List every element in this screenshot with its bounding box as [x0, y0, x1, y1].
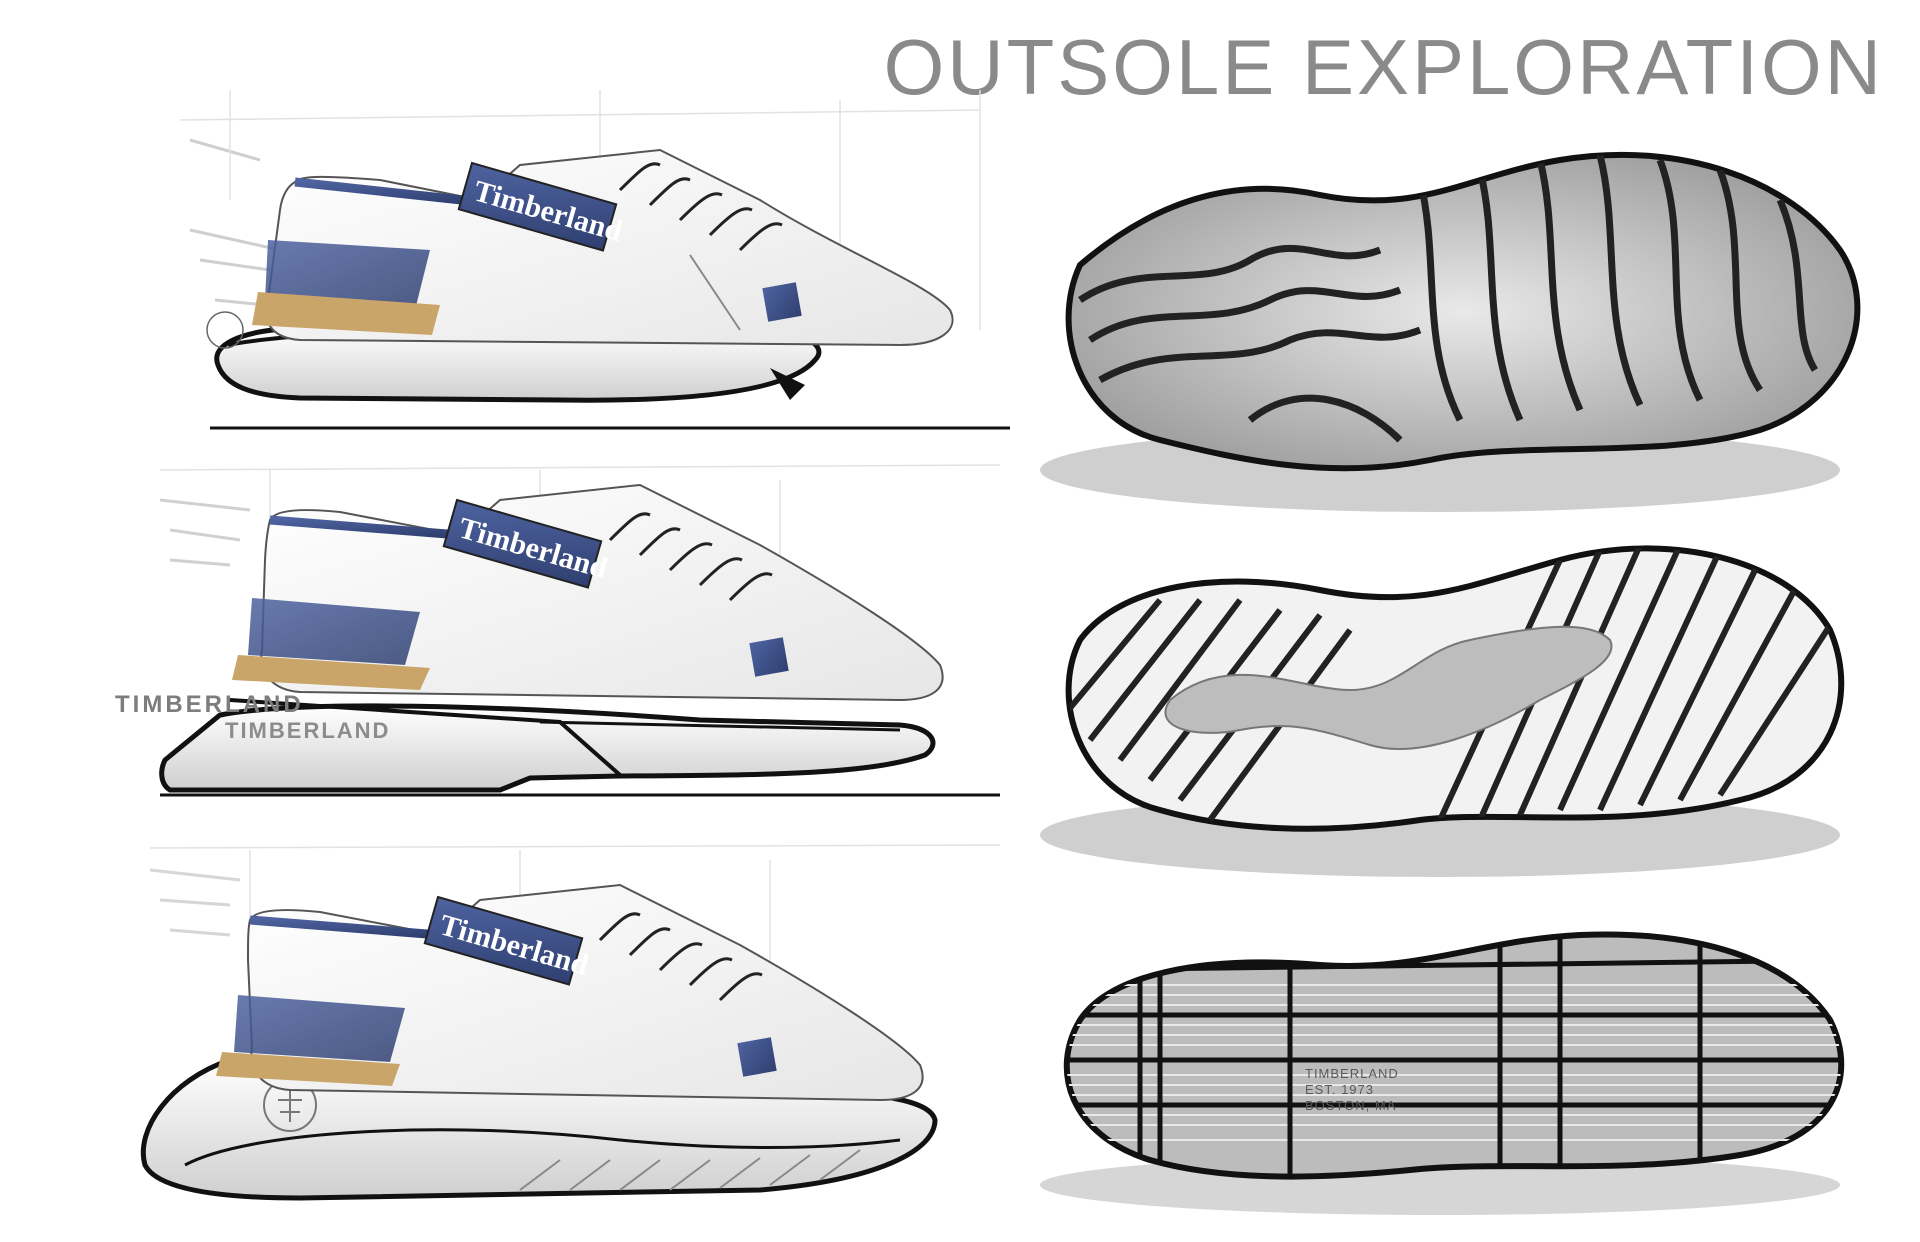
shoe-side-view-2: Timberland TIMBERLAND TIMBERLAND — [115, 464, 1001, 797]
speed-lines — [189, 138, 281, 307]
heel-panel-tan — [232, 655, 430, 690]
heel-panel-navy — [248, 598, 420, 665]
tree-logo-badge — [762, 282, 802, 322]
tread-grid — [1066, 934, 1842, 1177]
heritage-stamp: TIMBERLAND EST. 1973 BOSTON, MA — [1305, 1066, 1399, 1113]
stamp-line-1: TIMBERLAND — [1305, 1066, 1399, 1081]
midsole — [214, 325, 822, 403]
outsole-bottom-view-2 — [1040, 545, 1845, 877]
heel-tree-icon — [206, 311, 244, 349]
heel-panel-tan — [252, 292, 440, 335]
heel-panel-tan — [216, 1052, 400, 1086]
laces — [598, 912, 763, 1002]
stamp-line-3: BOSTON, MA — [1305, 1098, 1396, 1113]
tree-logo-badge — [737, 1037, 777, 1077]
heel-panel-navy — [265, 240, 430, 310]
shoe-side-view-3: Timberland — [140, 844, 1001, 1201]
tree-logo-badge — [749, 637, 789, 677]
midsole-brand-text: TIMBERLAND — [225, 718, 390, 743]
heel-brand-text: TIMBERLAND — [115, 691, 304, 718]
stamp-line-2: EST. 1973 — [1305, 1082, 1374, 1097]
tread-wavy-grooves — [1078, 154, 1819, 443]
speed-lines — [159, 498, 251, 567]
outsole-bottom-view-1 — [1040, 151, 1861, 512]
laces — [608, 512, 773, 602]
midfoot-pad — [1164, 625, 1613, 750]
sole-lugs — [519, 1149, 861, 1191]
board-title: OUTSOLE EXPLORATION — [883, 23, 1884, 111]
outsole-outline — [1065, 151, 1861, 472]
shoe-side-view-1: Timberland — [179, 90, 1010, 430]
speed-lines — [149, 868, 241, 937]
outsole-bottom-view-3: TIMBERLAND EST. 1973 BOSTON, MA — [1040, 931, 1845, 1215]
laces — [618, 162, 783, 252]
heel-panel-navy — [234, 995, 405, 1062]
